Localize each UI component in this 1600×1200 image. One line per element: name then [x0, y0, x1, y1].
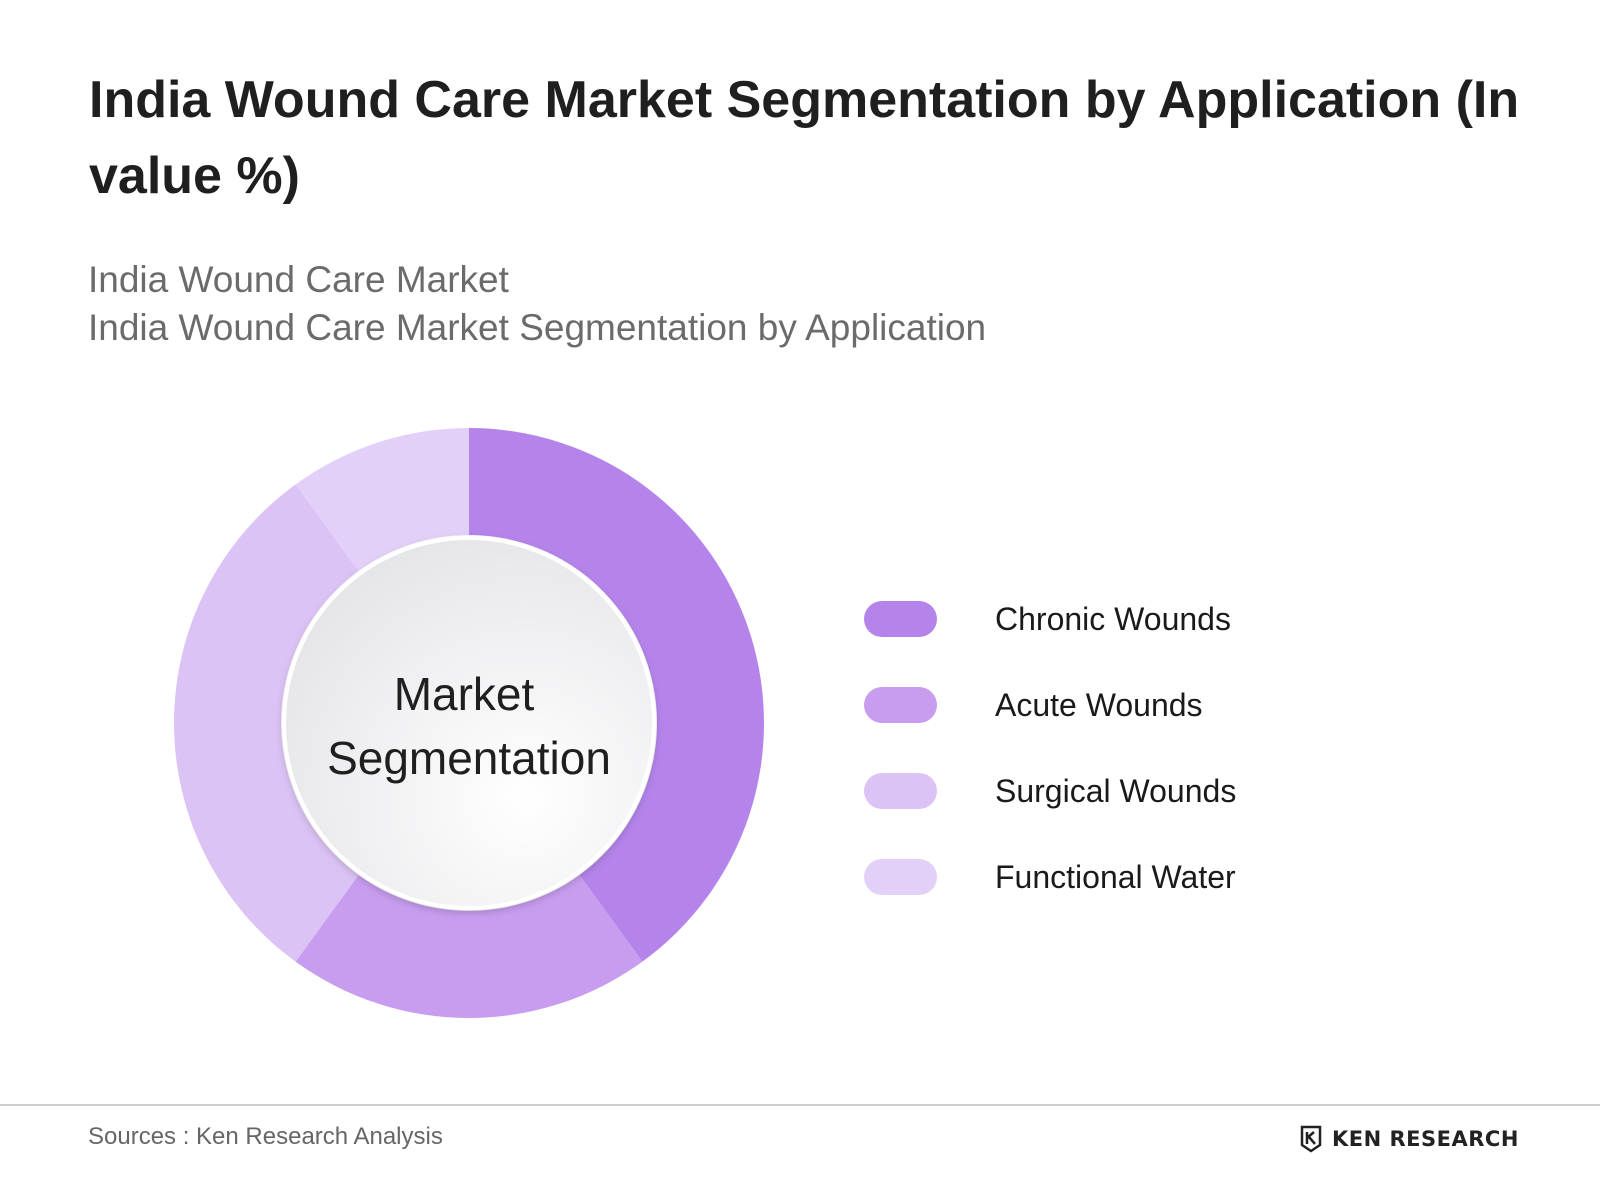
legend-swatch — [864, 601, 937, 637]
page-title: India Wound Care Market Segmentation by … — [89, 71, 1520, 205]
footer-divider — [0, 1104, 1600, 1106]
donut-center-disc — [282, 536, 656, 910]
legend-swatch — [864, 859, 937, 895]
legend-label: Functional Water — [995, 859, 1236, 895]
donut-slice-chronic-wounds — [469, 428, 765, 962]
brand-logo: KEN RESEARCH — [1300, 1124, 1519, 1154]
ken-research-logo-icon — [1300, 1125, 1322, 1153]
donut-slice-functional-water — [295, 428, 469, 571]
legend-label: Surgical Wounds — [995, 773, 1237, 809]
donut-slice-surgical-wounds — [173, 484, 359, 962]
donut-slice-acute-wounds — [295, 875, 643, 1019]
center-label-line-2: Segmentation — [327, 732, 611, 784]
legend-label: Chronic Wounds — [995, 601, 1231, 637]
legend-swatch — [864, 687, 937, 723]
subtitle-line-2: India Wound Care Market Segmentation by … — [88, 307, 987, 348]
chart-subtitle: India Wound Care Market India Wound Care… — [88, 256, 986, 352]
legend-swatch — [864, 773, 937, 809]
donut-chart: Market Segmentation — [173, 428, 765, 1019]
brand-name: KEN RESEARCH — [1332, 1127, 1519, 1151]
source-note: Sources : Ken Research Analysis — [88, 1123, 443, 1150]
donut-slices — [173, 428, 765, 1019]
center-label-line-1: Market — [394, 668, 535, 720]
legend-label: Acute Wounds — [995, 687, 1203, 723]
subtitle-line-1: India Wound Care Market — [88, 259, 509, 300]
